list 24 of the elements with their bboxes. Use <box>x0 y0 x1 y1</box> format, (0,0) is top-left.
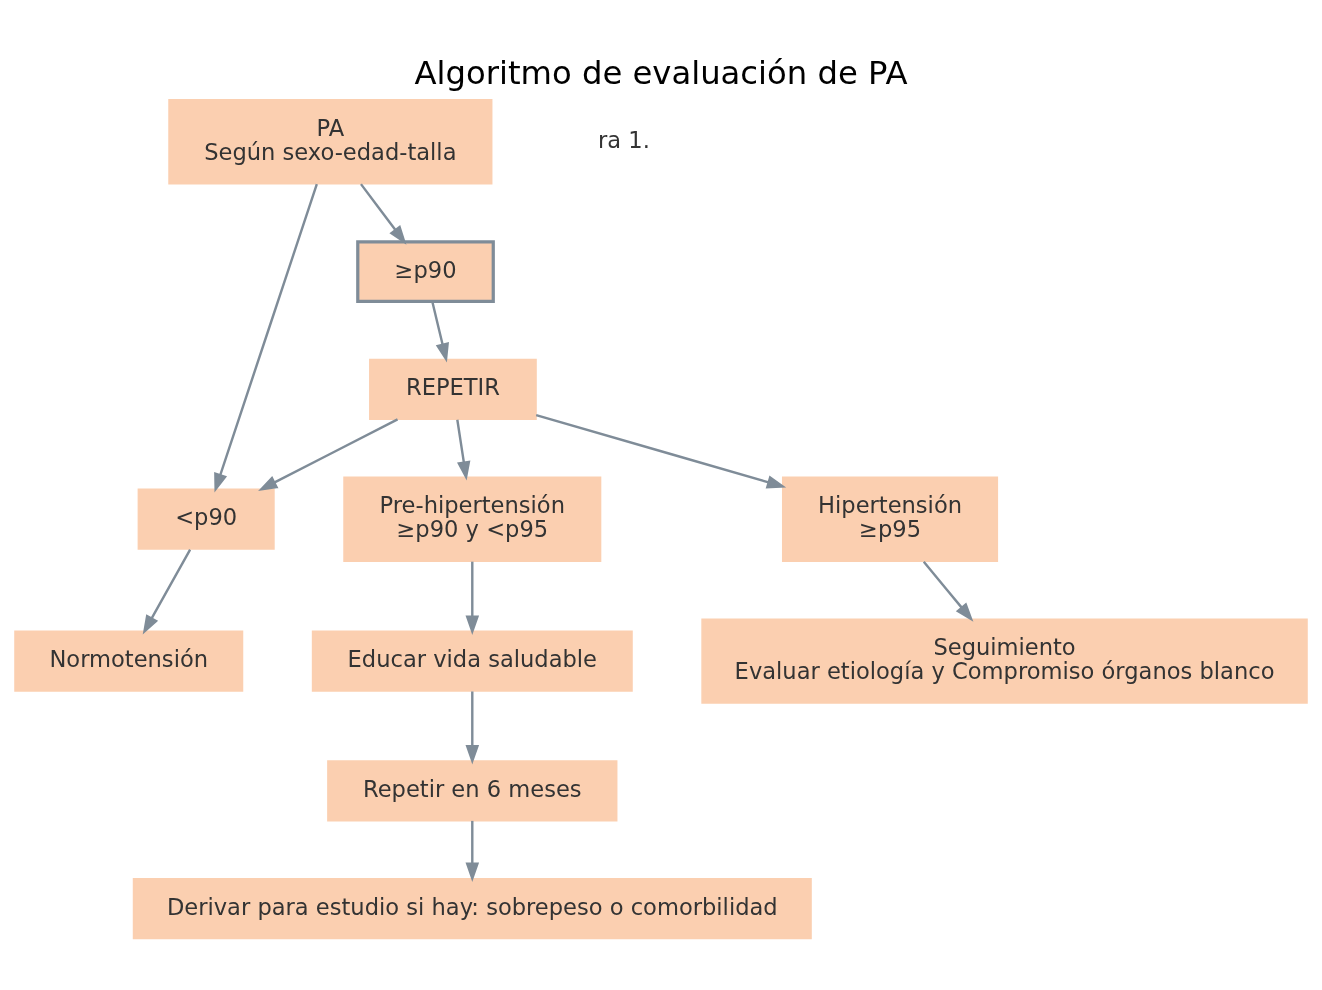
arrow <box>360 183 407 245</box>
node-box: REPETIR <box>369 358 537 420</box>
node-box: <p90 <box>137 488 275 550</box>
arrow <box>465 561 480 635</box>
arrow <box>456 419 471 481</box>
arrow <box>465 691 480 765</box>
arrow <box>431 301 449 363</box>
node-box: ≥p90 <box>356 240 495 304</box>
label: ra 1. <box>597 126 650 153</box>
arrow <box>465 820 480 882</box>
node-box: Seguimiento Evaluar etiología y Compromiso órganos blanco <box>701 618 1308 704</box>
node-box: Hipertensión ≥p95 <box>781 476 999 562</box>
arrow <box>922 560 974 622</box>
node-box: Repetir en 6 meses <box>327 760 618 822</box>
node-box: Pre-hipertensión ≥p90 y <p95 <box>343 476 602 562</box>
node-box: PA Según sexo-edad-talla <box>168 99 493 185</box>
node-box: Educar vida saludable <box>311 630 633 692</box>
diagram-title: Algoritmo de evaluación de PA <box>414 53 908 92</box>
node-box: Normotensión <box>14 630 244 692</box>
arrow <box>214 183 318 493</box>
node-box: Derivar para estudio si hay: sobrepeso o comorbilidad <box>132 878 812 940</box>
arrow <box>142 548 192 635</box>
arrow <box>258 418 399 491</box>
arrow <box>535 413 787 489</box>
